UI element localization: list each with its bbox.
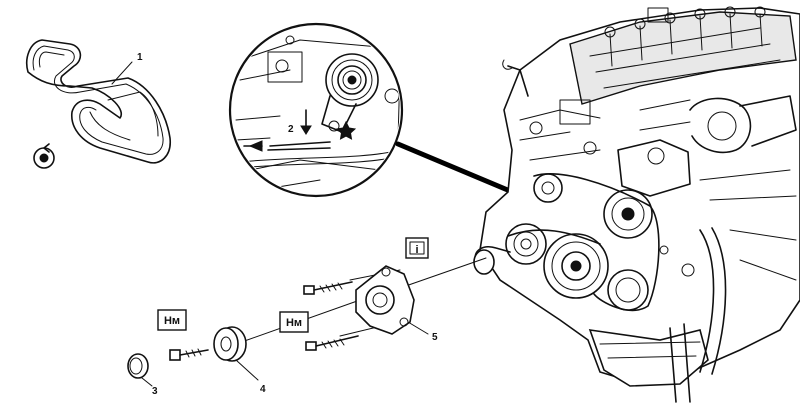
upper-bolt — [303, 281, 353, 295]
pulley-bolt — [169, 348, 209, 361]
drive-belt: 1 — [26, 39, 171, 164]
torque-wrench-icon: Нм — [164, 315, 180, 327]
torque-label-pulley: Нм — [157, 309, 187, 331]
idler-pulley: 4 — [213, 326, 266, 395]
torque-wrench-icon: Нм — [286, 317, 302, 329]
lower-bolt — [305, 335, 359, 351]
seal-ring: 3 — [127, 353, 158, 397]
callout-3: 3 — [152, 386, 158, 397]
info-box: i — [405, 237, 429, 259]
callout-4: 4 — [260, 384, 266, 395]
callout-2: 2 — [288, 124, 294, 135]
crankshaft-rotation-icon — [33, 143, 55, 169]
torque-label-tensioner: Нм — [279, 311, 309, 333]
inset-leader-line — [395, 141, 525, 199]
tensioner-body: 5 — [355, 265, 438, 343]
tensioner-detail-inset: 2 — [228, 22, 404, 198]
callout-1: 1 — [137, 52, 143, 63]
exploded-parts: 5 4 — [127, 257, 487, 397]
engine-block — [473, 6, 800, 403]
callout-5: 5 — [432, 332, 438, 343]
info-icon: i — [415, 244, 418, 256]
